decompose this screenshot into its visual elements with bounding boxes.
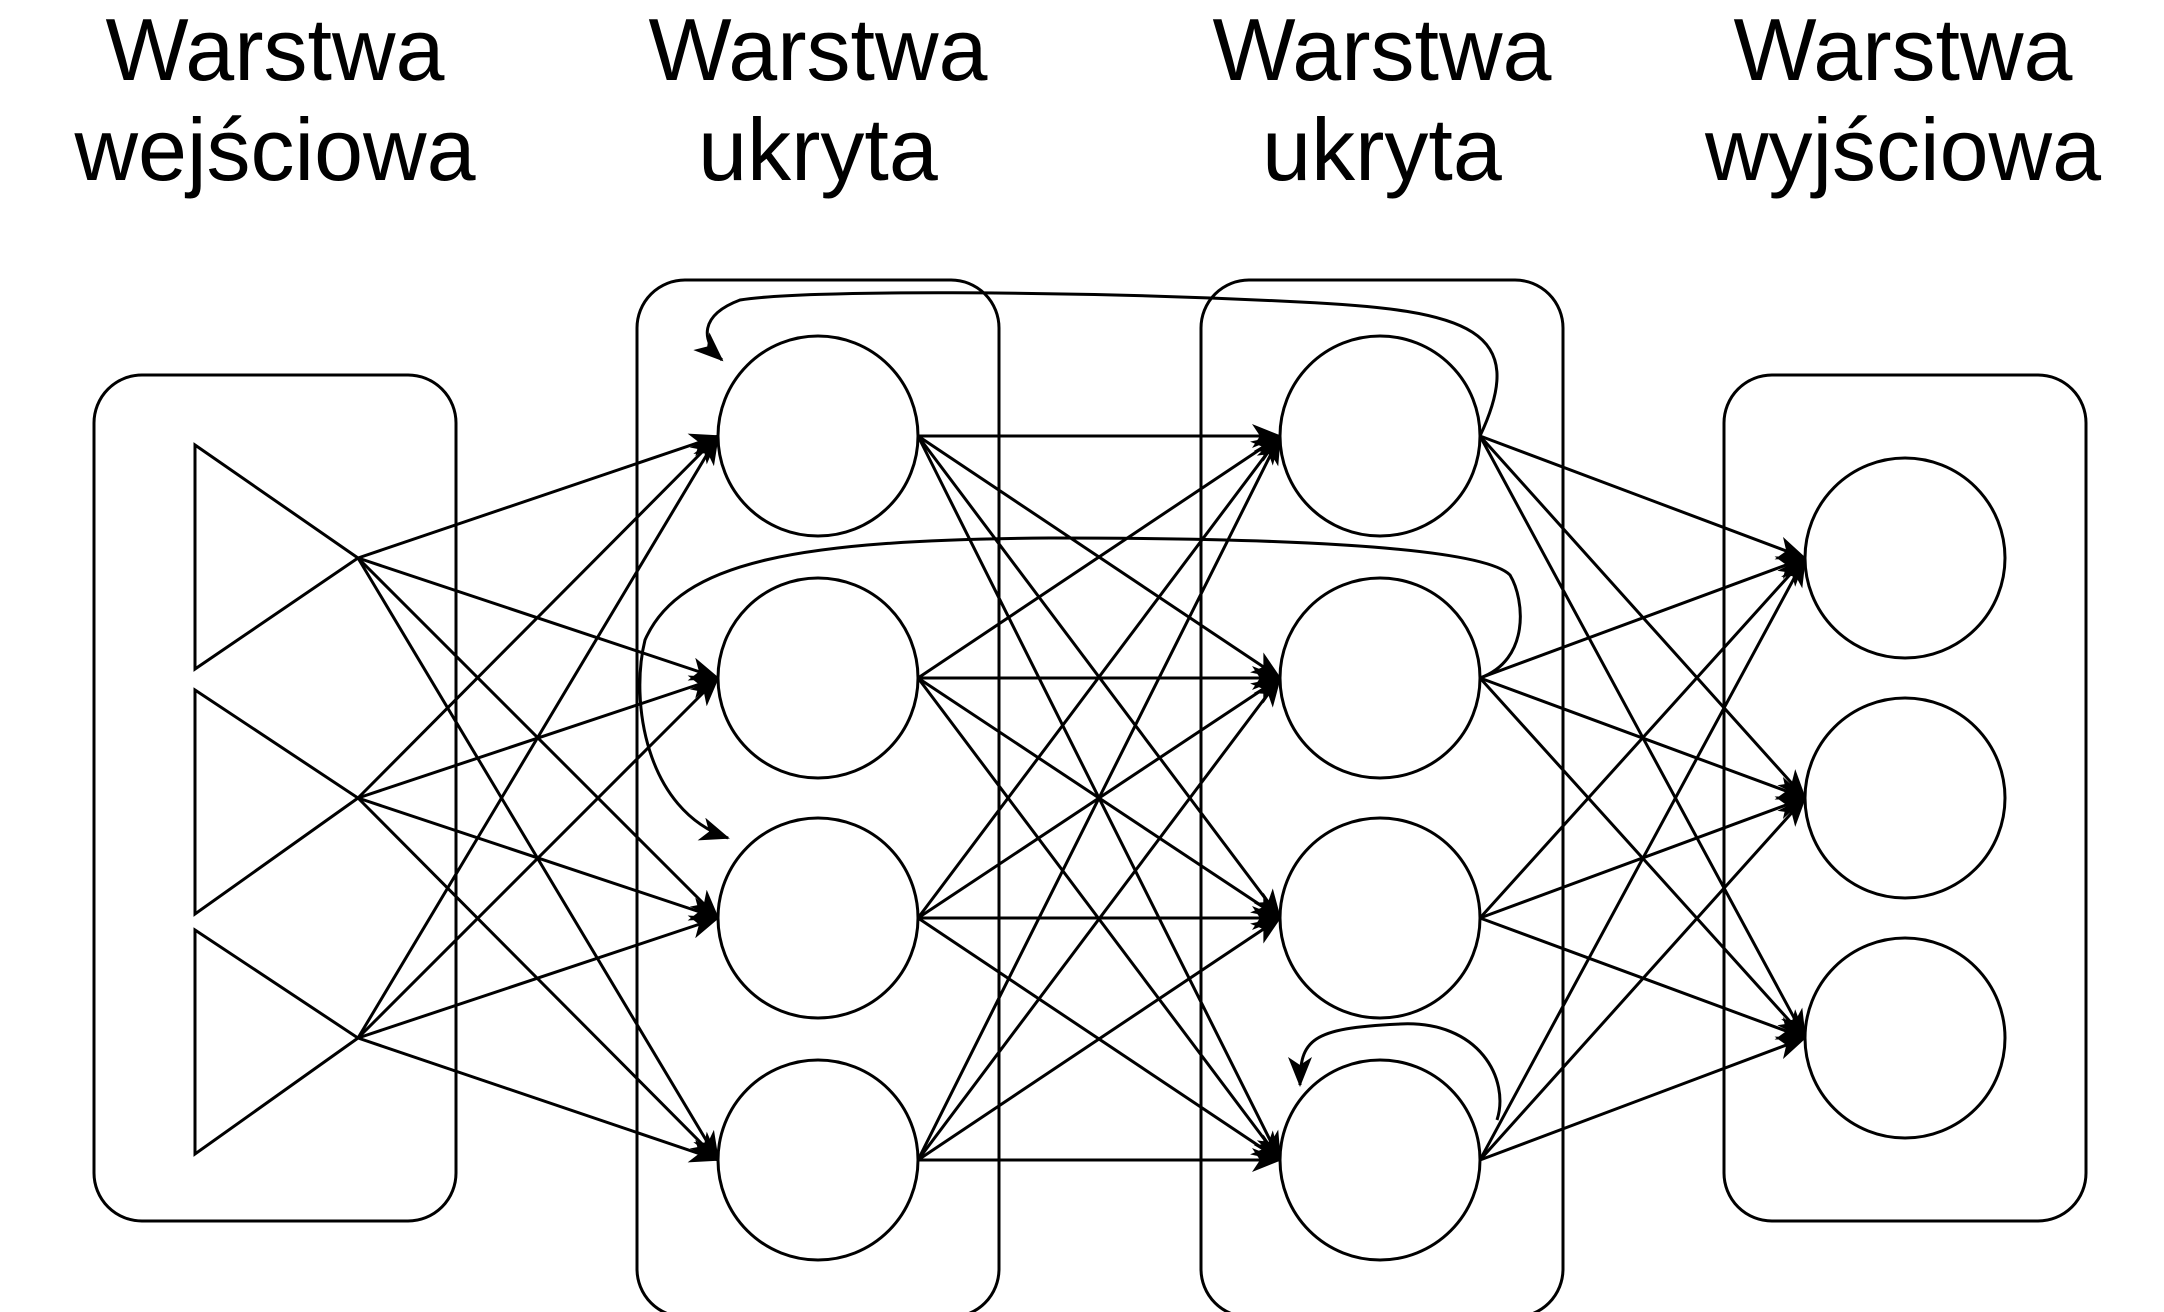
layer-box-3 [1722, 373, 2088, 1223]
connection-arrow [357, 1036, 720, 1163]
layer-box-2 [1199, 278, 1565, 1312]
connection-arrow [356, 434, 720, 1039]
output-neuron [1803, 456, 2007, 660]
connection-arrow [357, 433, 720, 560]
output-neuron [1803, 936, 2007, 1140]
recurrent-arrow [693, 291, 1499, 437]
connection-arrow [356, 676, 720, 1040]
layer-box-0 [92, 373, 458, 1223]
output-neuron [1803, 696, 2007, 900]
input-neuron-triangle [193, 927, 361, 1157]
layer-title-hidden-2: Warstwa ukryta [1212, 0, 1552, 199]
hidden-neuron [1278, 334, 1482, 538]
connection-arrow [1478, 556, 1807, 1161]
connection-arrow [1478, 796, 1807, 1162]
hidden-neuron [1278, 576, 1482, 780]
recurrent-arrow [638, 536, 1522, 841]
hidden-neuron [716, 816, 920, 1020]
layer-title-hidden-1: Warstwa ukryta [648, 0, 988, 199]
connection-arrow [917, 434, 1282, 680]
hidden-neuron [716, 1058, 920, 1262]
hidden-neuron [716, 576, 920, 780]
layer-title-output: Warstwa wyjściowa [1704, 0, 2102, 199]
input-neuron-triangle [193, 442, 361, 672]
connection-arrow [1478, 556, 1807, 920]
connection-arrow [916, 676, 1282, 1161]
layer-box-1 [635, 278, 1001, 1312]
connections [356, 424, 1807, 1172]
connection-arrow [1479, 1036, 1807, 1162]
connection-arrow [357, 915, 720, 1040]
neurons [193, 334, 2007, 1262]
connection-arrow [356, 434, 720, 800]
layer-title-input: Warstwa wejściowa [74, 0, 476, 199]
recurrent-connections [638, 291, 1522, 1121]
hidden-neuron [1278, 1058, 1482, 1262]
input-neuron-triangle [193, 687, 361, 917]
connection-arrow [916, 434, 1282, 1161]
connection-arrow [917, 916, 1282, 1162]
hidden-neuron [716, 334, 920, 538]
layer-boxes [92, 278, 2088, 1312]
connection-arrow [1479, 434, 1807, 560]
connection-arrow [1479, 556, 1807, 680]
connection-arrow [916, 434, 1282, 919]
recurrent-arrow [1288, 1022, 1502, 1121]
hidden-neuron [1278, 816, 1482, 1020]
